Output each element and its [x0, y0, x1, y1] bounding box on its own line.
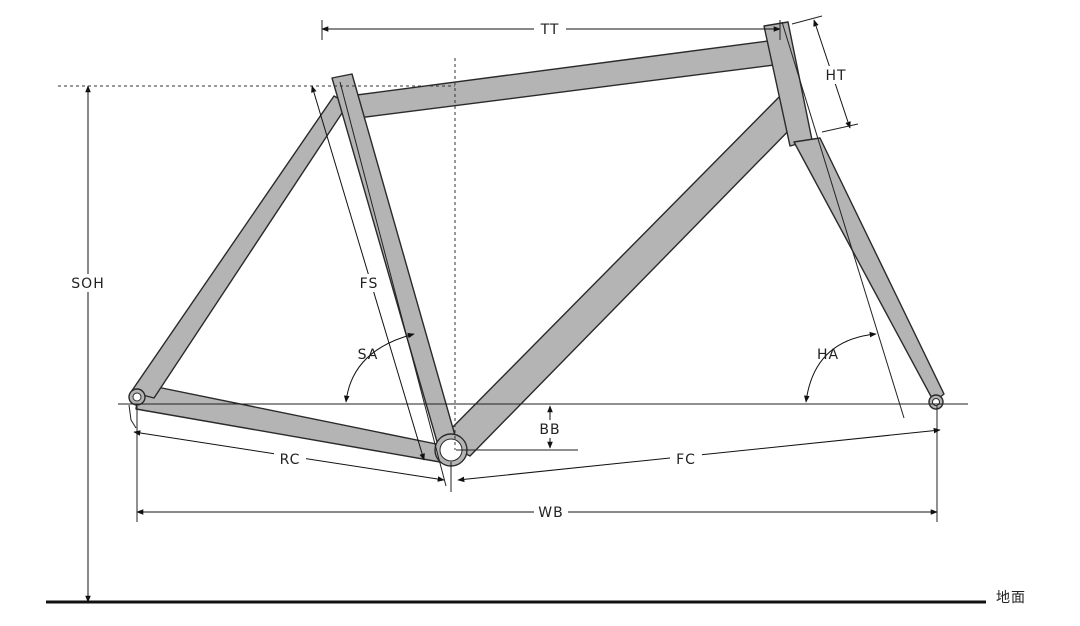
seat-stay: [130, 95, 349, 399]
bb-label: BB: [539, 422, 560, 438]
fc-label: FC: [676, 452, 696, 468]
tt-label: TT: [540, 22, 560, 38]
fs-label: FS: [360, 276, 379, 292]
down-tube: [439, 91, 802, 457]
ht-bottom-tick: [821, 123, 859, 133]
ht-top-tick: [791, 15, 823, 25]
ht-label: HT: [825, 68, 846, 84]
seat-tube: [331, 73, 459, 453]
rc-label: RC: [280, 452, 301, 468]
sa-label: SA: [358, 347, 379, 363]
bicycle-frame: [128, 21, 945, 467]
dimension-lines: [85, 15, 941, 603]
fork: [793, 137, 945, 403]
soh-label: SOH: [71, 276, 104, 292]
steering-axis-line: [781, 21, 905, 419]
ha-angle-arc: [804, 331, 877, 403]
dimension-labels: TT HT SOH FS SA HA BB RC FC WB 地面: [66, 20, 1026, 606]
rear-dropout-hanger: [128, 404, 137, 429]
ground-label: 地面: [996, 590, 1026, 606]
wb-label: WB: [538, 505, 563, 521]
sa-angle-arc: [343, 332, 415, 403]
top-tube: [348, 39, 783, 119]
ha-label: HA: [817, 347, 839, 363]
